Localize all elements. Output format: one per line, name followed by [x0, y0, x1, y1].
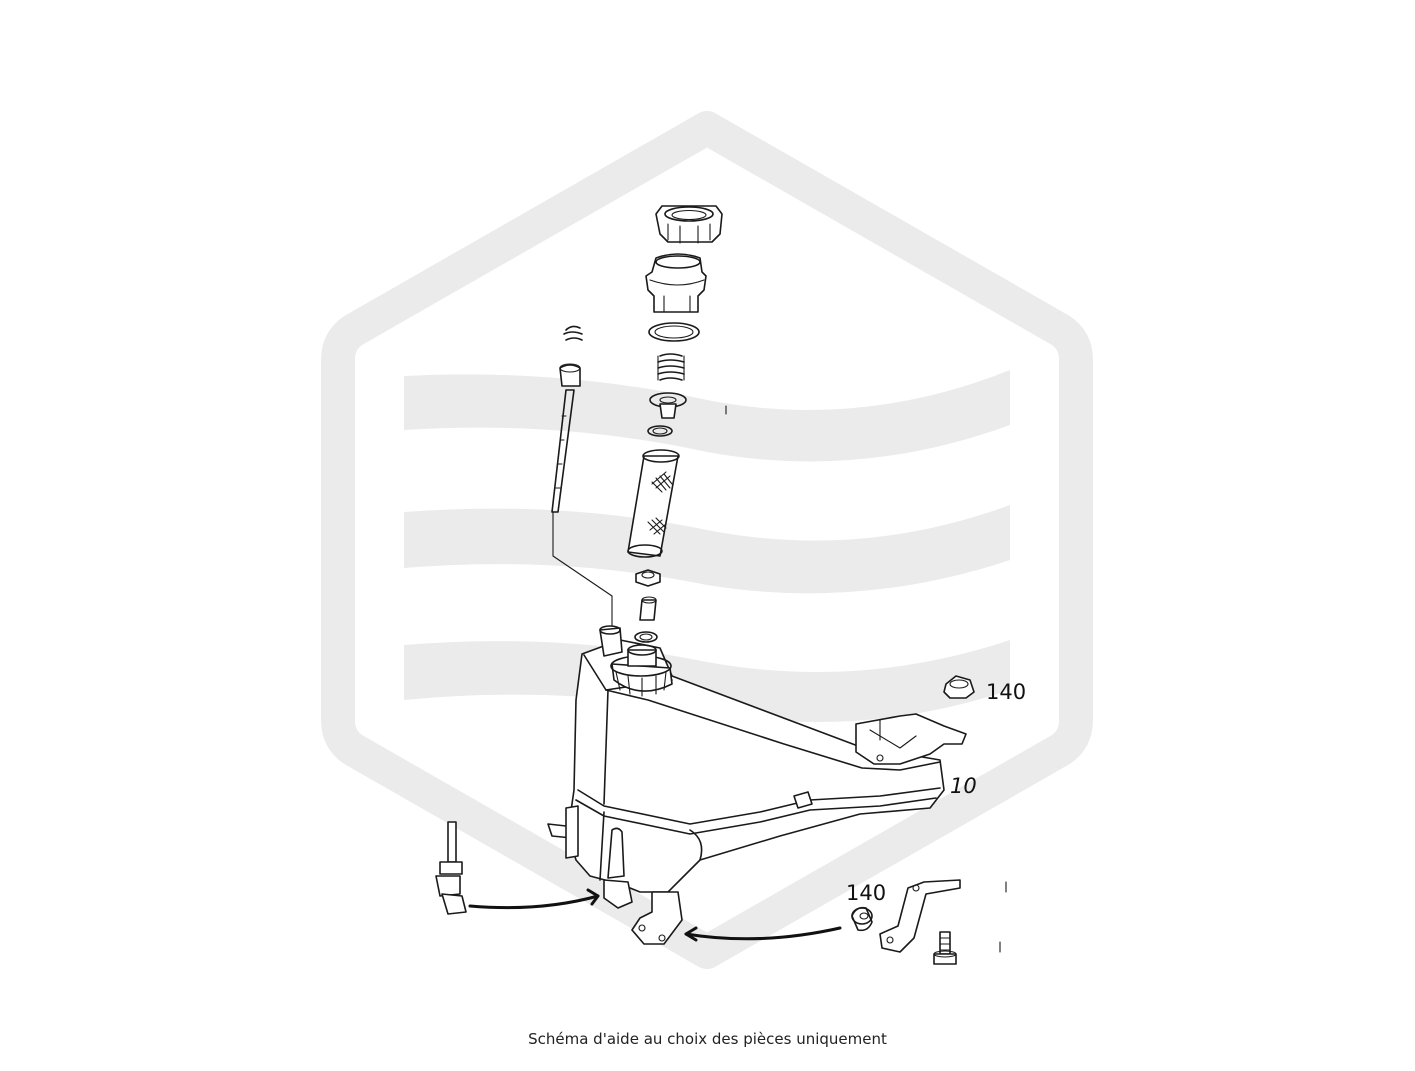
holding-bracket — [879, 879, 961, 953]
flange-nut-top — [943, 675, 975, 699]
reservoir-tank — [547, 625, 967, 945]
dipstick — [551, 325, 613, 627]
diagram-caption: Schéma d'aide au choix des pièces unique… — [528, 1030, 887, 1048]
level-sensor — [435, 821, 467, 915]
edge-marks — [725, 405, 1007, 953]
o-ring — [648, 322, 700, 342]
rubber-buffer — [851, 906, 873, 932]
callout-140-bottom: 140 — [846, 881, 886, 905]
filter-element — [627, 449, 680, 558]
small-seal — [634, 631, 658, 643]
filter-housing — [645, 253, 707, 313]
sleeve — [639, 596, 657, 621]
callout-10: 10 — [950, 774, 977, 798]
filler-cap — [655, 205, 723, 244]
watermark-logo — [321, 111, 1093, 969]
seal-ring — [647, 425, 673, 437]
spring — [657, 353, 685, 381]
bolt — [933, 931, 957, 965]
valve-disc — [649, 392, 687, 419]
grommet — [635, 569, 661, 587]
assembly-arrows — [468, 888, 842, 942]
callout-140-top: 140 — [986, 680, 1026, 704]
